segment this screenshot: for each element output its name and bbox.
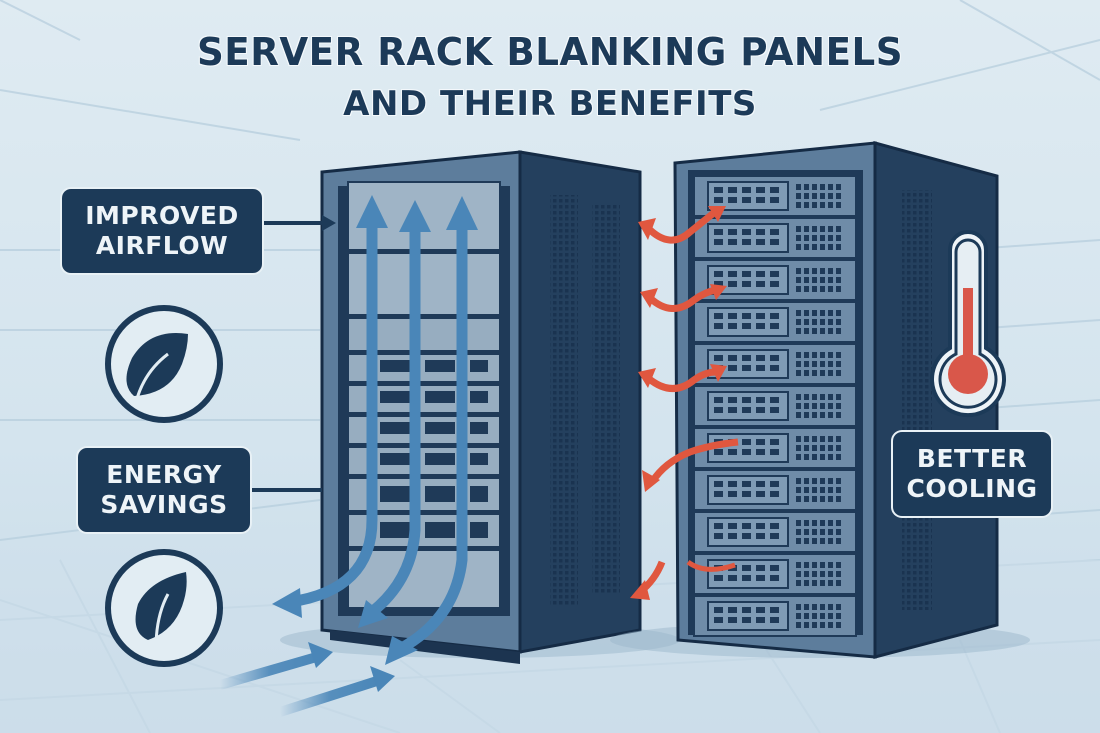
server-unit <box>693 511 857 553</box>
right-rack <box>610 141 1030 659</box>
cool-air-arrow-2 <box>368 220 421 617</box>
leaf-icon-2 <box>105 549 223 667</box>
energy-savings-line-1: ENERGY <box>106 460 222 489</box>
server-grilles <box>380 360 488 538</box>
arrow-head-up-2 <box>399 200 431 232</box>
arrow-head-left <box>272 588 302 618</box>
intake-arrows <box>218 642 395 717</box>
server-unit <box>693 385 857 427</box>
server-unit <box>693 301 857 343</box>
page-title-line-1: SERVER RACK BLANKING PANELS <box>196 30 904 74</box>
server-unit <box>693 343 857 385</box>
improved-airflow-line-2: AIRFLOW <box>95 231 229 260</box>
energy-savings-label: ENERGY SAVINGS <box>78 448 250 532</box>
improved-airflow-line-1: IMPROVED <box>85 201 239 230</box>
arrow-head-up-1 <box>356 195 388 228</box>
cool-air-arrow-3 <box>395 220 468 655</box>
arrow-head-down-2 <box>385 636 418 665</box>
server-unit <box>693 553 857 595</box>
better-cooling-line-1: BETTER <box>916 444 1028 473</box>
server-unit <box>693 469 857 511</box>
energy-savings-line-2: SAVINGS <box>100 490 228 519</box>
better-cooling-line-2: COOLING <box>906 474 1038 503</box>
arrow-head-down-1 <box>358 600 388 628</box>
leaf-icon <box>105 305 223 423</box>
server-unit <box>693 427 857 469</box>
better-cooling-label: BETTER COOLING <box>893 432 1051 516</box>
thermometer-icon <box>930 230 1006 418</box>
hot-air-recirculation-arrows <box>637 209 739 595</box>
cool-air-arrow-1 <box>289 220 378 608</box>
arrow-head-up-3 <box>446 196 478 230</box>
improved-airflow-label: IMPROVED AIRFLOW <box>62 189 262 273</box>
callout-connectors <box>250 215 336 492</box>
server-unit <box>693 595 857 637</box>
cool-airflow-arrows <box>289 220 468 655</box>
left-rack <box>218 150 680 717</box>
page-title-line-2: AND THEIR BENEFITS <box>343 84 757 124</box>
server-unit <box>693 217 857 259</box>
left-rack-side <box>518 150 642 654</box>
server-units <box>693 175 857 637</box>
